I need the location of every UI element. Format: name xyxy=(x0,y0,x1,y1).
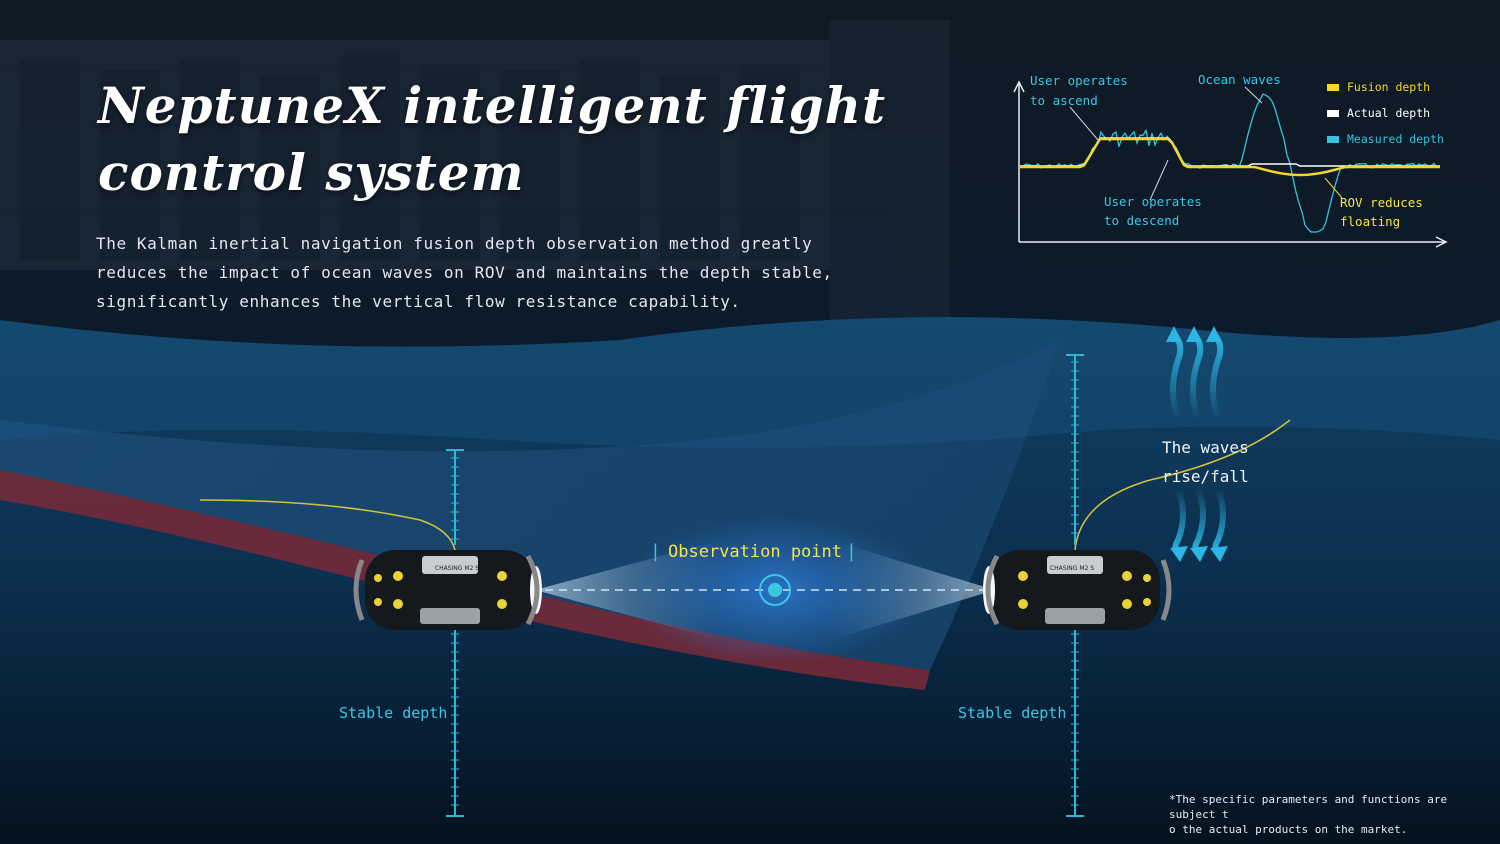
annotation-reduces-line1: ROV reduces xyxy=(1340,195,1423,210)
legend-label-fusion: Fusion depth xyxy=(1347,80,1431,94)
rov-left xyxy=(353,550,542,630)
legend-label-actual: Actual depth xyxy=(1347,106,1431,120)
annotation-descend-line1: User operates xyxy=(1104,194,1202,209)
legend-swatch-fusion xyxy=(1327,84,1339,91)
annotation-ocean-waves: Ocean waves xyxy=(1198,72,1281,87)
rov-left-label: CHASING M2 S xyxy=(435,565,479,572)
depth-graph xyxy=(1013,80,1448,248)
footnote-line1: *The specific parameters and functions a… xyxy=(1169,793,1448,806)
footnote-line2: subject t xyxy=(1169,808,1229,821)
annotation-ascend-line1: User operates xyxy=(1030,73,1128,88)
rov-right xyxy=(983,550,1172,630)
observation-target-icon xyxy=(759,574,791,606)
observation-bracket-right: | xyxy=(846,541,857,562)
rov-right-label: CHASING M2 S xyxy=(1050,565,1094,572)
annotation-reduces-line2: floating xyxy=(1340,214,1401,229)
stable-depth-right-label: Stable depth xyxy=(958,704,1067,722)
observation-bracket-left: | xyxy=(650,541,661,562)
footnote-line3: o the actual products on the market. xyxy=(1169,823,1408,836)
legend-swatch-actual xyxy=(1327,110,1339,117)
legend-swatch-measured xyxy=(1327,136,1339,143)
fusion-depth-line xyxy=(1020,137,1440,177)
stable-depth-left-label: Stable depth xyxy=(339,704,448,722)
container-stacks xyxy=(0,20,950,320)
depth-scale-left xyxy=(446,449,464,817)
annotation-ascend-line2: to ascend xyxy=(1030,93,1098,108)
page-title-line2: control system xyxy=(98,143,525,202)
annotation-descend-line2: to descend xyxy=(1104,213,1180,228)
legend-label-measured: Measured depth xyxy=(1347,132,1444,146)
waves-label-line2: rise/fall xyxy=(1162,467,1249,486)
description-line1: The Kalman inertial navigation fusion de… xyxy=(96,234,813,253)
observation-point-label: Observation point xyxy=(668,542,842,562)
waves-label-line1: The waves xyxy=(1162,438,1249,457)
description-line2: reduces the impact of ocean waves on ROV… xyxy=(96,263,833,282)
depth-scale-right xyxy=(1066,354,1084,817)
description-line3: significantly enhances the vertical flow… xyxy=(96,292,741,311)
page-title-line1: NeptuneX intelligent flight xyxy=(98,76,887,135)
